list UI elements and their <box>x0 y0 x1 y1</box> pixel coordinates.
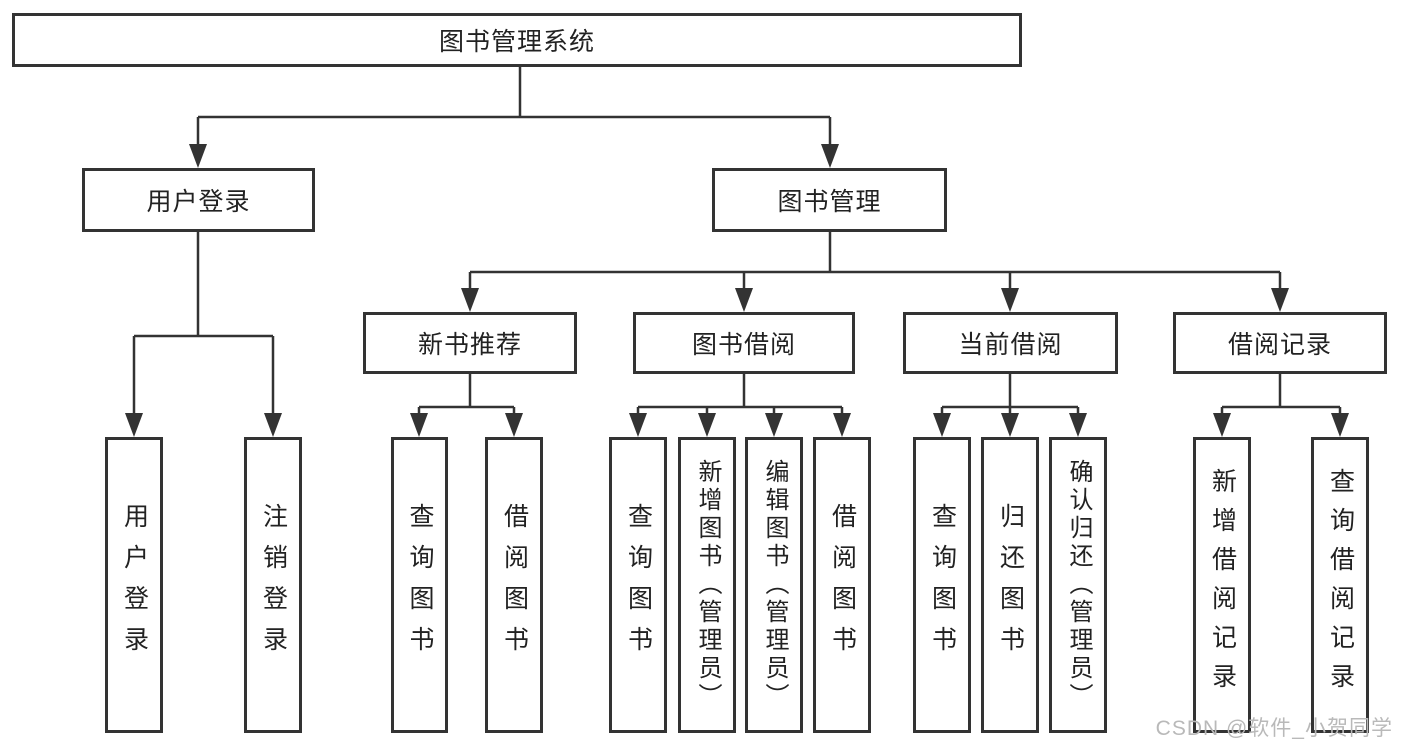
leaf-borrowing-add-books-admin-label: 新增图书（管理员） <box>694 459 721 711</box>
leaf-borrowing-borrow-books-label: 借阅图书 <box>828 503 857 667</box>
leaf-logout-label: 注销登录 <box>259 503 288 667</box>
leaf-borrowing-edit-books-admin: 编辑图书（管理员） <box>745 437 803 733</box>
node-new-book-recommendation: 新书推荐 <box>363 312 577 374</box>
arrowheads <box>125 144 1349 437</box>
leaf-borrowing-edit-books-admin-label: 编辑图书（管理员） <box>761 459 788 711</box>
leaf-user-login: 用户登录 <box>105 437 163 733</box>
leaf-current-confirm-return-admin: 确认归还（管理员） <box>1049 437 1107 733</box>
node-user-login: 用户登录 <box>82 168 315 232</box>
leaf-current-return-books-label: 归还图书 <box>996 503 1025 667</box>
node-root-system: 图书管理系统 <box>12 13 1022 67</box>
node-book-management: 图书管理 <box>712 168 947 232</box>
leaf-recommend-borrow-books-label: 借阅图书 <box>500 503 529 667</box>
leaf-records-add-record-label: 新增借阅记录 <box>1208 468 1237 702</box>
leaf-current-query-books: 查询图书 <box>913 437 971 733</box>
leaf-recommend-borrow-books: 借阅图书 <box>485 437 543 733</box>
node-borrowing-records: 借阅记录 <box>1173 312 1387 374</box>
leaf-user-login-label: 用户登录 <box>120 503 149 667</box>
leaf-current-query-books-label: 查询图书 <box>928 503 957 667</box>
leaf-borrowing-add-books-admin: 新增图书（管理员） <box>678 437 736 733</box>
leaf-recommend-query-books-label: 查询图书 <box>406 503 434 667</box>
leaf-current-return-books: 归还图书 <box>981 437 1039 733</box>
leaf-records-add-record: 新增借阅记录 <box>1193 437 1251 733</box>
csdn-watermark: CSDN @软件_小贺同学 <box>1155 717 1393 740</box>
leaf-records-query-record-label: 查询借阅记录 <box>1326 468 1355 702</box>
leaf-logout: 注销登录 <box>244 437 302 733</box>
leaf-borrowing-borrow-books: 借阅图书 <box>813 437 871 733</box>
leaf-borrowing-query-books-label: 查询图书 <box>624 503 653 667</box>
leaf-current-confirm-return-admin-label: 确认归还（管理员） <box>1065 459 1092 711</box>
node-current-borrowing: 当前借阅 <box>903 312 1118 374</box>
node-book-borrowing: 图书借阅 <box>633 312 855 374</box>
leaf-recommend-query-books: 查询图书 <box>391 437 448 733</box>
leaf-records-query-record: 查询借阅记录 <box>1311 437 1369 733</box>
leaf-borrowing-query-books: 查询图书 <box>609 437 667 733</box>
